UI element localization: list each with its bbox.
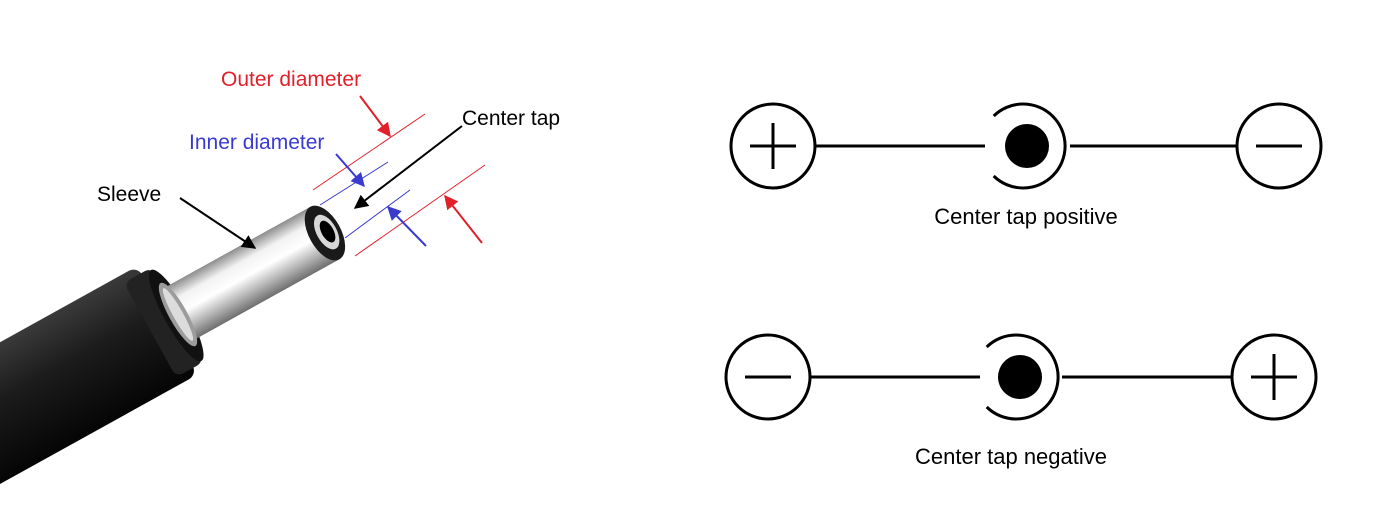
outer-diameter-arrow-bottom — [444, 194, 483, 244]
minus-icon — [1235, 102, 1323, 190]
center-tap-negative-caption: Center tap negative — [915, 444, 1107, 469]
sleeve-label: Sleeve — [97, 183, 161, 206]
center-pin-icon — [985, 333, 1060, 421]
polarity-symbol-center-negative — [724, 333, 1318, 421]
outer-guide-line-top — [312, 113, 426, 191]
plug-sleeve — [161, 206, 340, 342]
center-pin-icon — [992, 102, 1067, 190]
outer-guide-line-bottom — [354, 164, 486, 257]
plug-center-hole — [319, 220, 336, 243]
outer-diameter-arrow-top — [359, 95, 391, 138]
polarity-symbol-center-positive — [729, 102, 1323, 190]
inner-guide-line-bottom — [344, 189, 411, 239]
plus-icon — [1230, 333, 1318, 421]
inner-diameter-arrow-top — [335, 153, 365, 188]
center-tap-positive-caption: Center tap positive — [934, 204, 1117, 229]
inner-guide-line-top — [319, 161, 389, 206]
center-tap-label: Center tap — [462, 107, 560, 130]
inner-diameter-label: Inner diameter — [189, 131, 324, 154]
inner-diameter-arrow-bottom — [387, 205, 427, 247]
plug-body — [0, 205, 346, 493]
minus-icon — [724, 333, 812, 421]
barrel-plug-illustration: Outer diameter Inner diameter Center tap… — [0, 68, 560, 493]
outer-diameter-label: Outer diameter — [221, 68, 361, 91]
center-tap-arrow — [353, 125, 463, 209]
sleeve-arrow — [179, 197, 257, 249]
plus-icon — [729, 102, 817, 190]
